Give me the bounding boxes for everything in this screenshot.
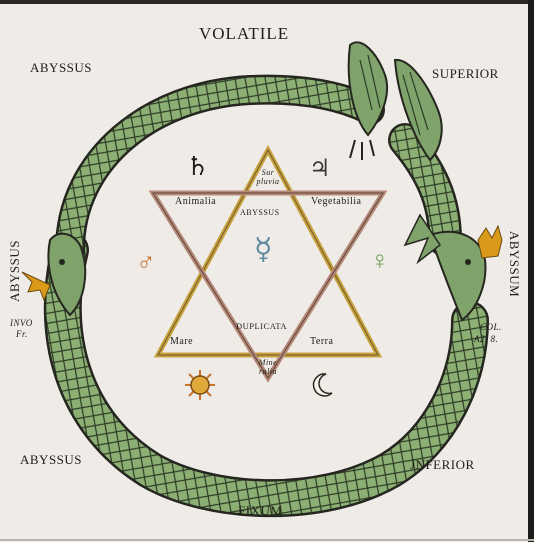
label-bottom-note-2: ralia [258, 367, 278, 376]
top-border [0, 0, 534, 4]
ouroboros-serpent [43, 74, 489, 518]
label-abyssus-center: ABYSSUS [240, 208, 280, 217]
label-right-ref-1: COL. [480, 322, 502, 332]
label-abyssus-vertical-left: ABYSSUS [7, 239, 23, 303]
label-abyssum-vertical-right: ABYSSUM [507, 230, 523, 298]
label-top-note-2: pluvia [256, 177, 280, 186]
moon-symbol [312, 373, 333, 397]
hexagram [148, 144, 388, 383]
sun-symbol [185, 370, 215, 400]
label-terra: Terra [310, 336, 334, 347]
label-abyssus-top-left: ABYSSUS [30, 60, 93, 75]
label-fixum: FIXUM [238, 503, 283, 518]
mercury-icon: ☿ [254, 233, 273, 266]
label-volatile: VOLATILE [199, 24, 290, 43]
label-bottom-note-1: Mine [258, 358, 278, 367]
label-animalia: Animalia [175, 196, 217, 207]
label-mare: Mare [170, 336, 194, 347]
venus-icon: ♀ [370, 246, 390, 275]
winged-dragon [347, 41, 443, 162]
label-right-ref-2: A2, 8. [474, 334, 499, 344]
right-border [528, 0, 534, 542]
left-serpent-head [21, 232, 87, 317]
label-left-ref-1: INVO [10, 318, 33, 328]
jupiter-icon: ♃ [309, 156, 332, 182]
label-vegetabilia: Vegetabilia [311, 196, 362, 207]
label-abyssus-bottom-left: ABYSSUS [20, 452, 83, 467]
label-superior: SUPERIOR [432, 66, 499, 81]
right-serpent-head [403, 213, 503, 322]
label-duplicata: DUPLICATA [236, 321, 288, 331]
label-left-ref-2: Fr. [16, 329, 28, 339]
saturn-icon: ♄ [186, 152, 210, 181]
label-jnferior: JNFERIOR [410, 457, 475, 472]
label-top-note-1: Sur [261, 168, 275, 177]
mars-icon: ♂ [136, 248, 156, 277]
